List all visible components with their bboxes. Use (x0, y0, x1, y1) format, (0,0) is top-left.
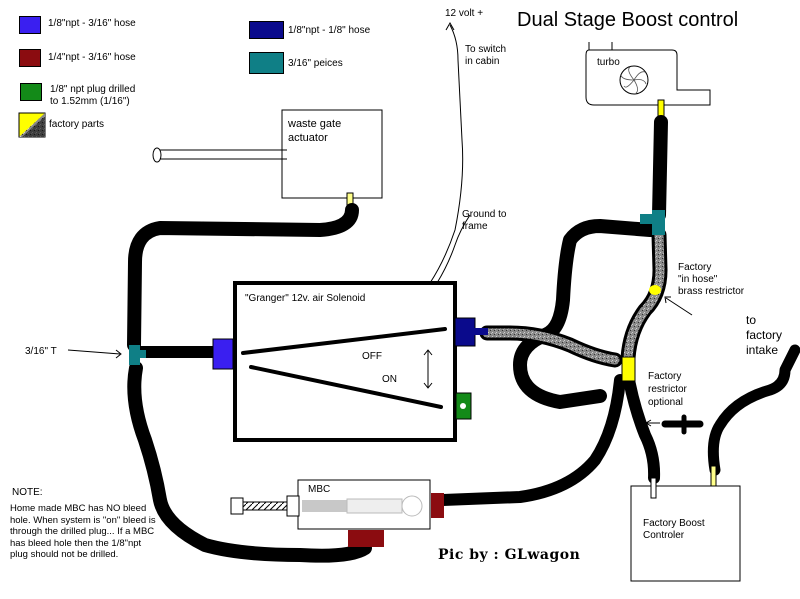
legend-swatch-npt-316-hose (19, 16, 41, 34)
annotation-in-hose-line2: "in hose" (678, 274, 718, 285)
hose-wastegate-to-tee (127, 203, 359, 352)
legend-swatch-drilled-plug (20, 83, 42, 101)
annotation-switch-line1: To switch (465, 44, 507, 55)
annotation-in-hose-line1: Factory (678, 262, 712, 273)
turbo (585, 42, 711, 121)
annotation-intake-line1: to (746, 313, 757, 327)
hose-controller-to-intake (707, 344, 800, 476)
annotation-tee: 3/16" T (25, 346, 57, 357)
legend-label-18npt-18-hose: 1/8"npt - 1/8" hose (288, 25, 371, 36)
legend-swatch-14npt-316-hose (19, 49, 41, 67)
factory-restrictor-fitting (621, 356, 636, 382)
legend-label-factory-parts: factory parts (49, 119, 105, 130)
solenoid-label: "Granger" 12v. air Solenoid (245, 293, 366, 304)
note-body: Home made MBC has NO bleed hole. When sy… (10, 503, 156, 560)
legend-label-npt-316-hose: 1/8"npt - 3/16" hose (48, 18, 136, 29)
tee-fittings (129, 210, 665, 365)
factory-boost-label-line1: Factory Boost (643, 518, 705, 529)
hose-tee-to-mbc (127, 361, 372, 563)
hose-loop-to-turbo-tee (513, 219, 657, 409)
annotation-intake-line3: intake (746, 343, 779, 357)
annotation-switch-line2: in cabin (465, 56, 500, 67)
turbo-label: turbo (597, 57, 620, 68)
annotation-12-volt: 12 volt + (445, 8, 484, 19)
annotation-ground-line1: Ground to (462, 209, 507, 220)
credit: Pic by : GLwagon (438, 547, 581, 563)
hose-turbo-to-tee (652, 115, 668, 222)
annotation-restrictor-line2: restrictor (648, 384, 687, 395)
annotation-restrictor-line1: Factory (648, 371, 682, 382)
factory-boost-label-line2: Controler (643, 530, 685, 541)
solenoid-off-label: OFF (362, 351, 382, 362)
wastegate-label-line1: waste gate (288, 118, 342, 130)
annotation-ground-line2: frame (462, 221, 488, 232)
legend-swatch-18npt-18-hose (249, 21, 284, 39)
legend-label-drilled-plug-size: to 1.52mm (1/16") (50, 96, 130, 107)
solenoid-on-label: ON (382, 374, 397, 385)
black-hoses (127, 115, 800, 563)
legend-label-316-pieces: 3/16" peices (288, 58, 343, 69)
wastegate-label-line2: actuator (288, 132, 328, 144)
factory-hoses (479, 227, 668, 368)
annotation-intake-line2: factory (746, 328, 783, 342)
wastegate-actuator (152, 109, 383, 206)
note-heading: NOTE: (12, 487, 43, 498)
mbc-label: MBC (308, 484, 331, 495)
annotation-arrows (67, 296, 693, 427)
hose-restrictor-to-controller (623, 374, 661, 484)
solenoid (212, 21, 488, 442)
legend-swatch-316-pieces (249, 52, 284, 74)
legend-swatch-factory-parts (18, 112, 46, 138)
legend-label-drilled-plug: 1/8" npt plug drilled (50, 84, 136, 95)
legend-label-14npt-316-hose: 1/4"npt - 3/16" hose (48, 52, 136, 63)
diagram-title: Dual Stage Boost control (517, 9, 739, 31)
factory-boost-controller (630, 465, 741, 582)
mbc (230, 479, 444, 547)
in-hose-restrictor (649, 285, 661, 295)
hose-mbc-to-factory-tee-area (437, 374, 626, 506)
annotation-restrictor-line3: optional (648, 397, 684, 408)
annotation-in-hose-line3: brass restrictor (678, 286, 745, 297)
